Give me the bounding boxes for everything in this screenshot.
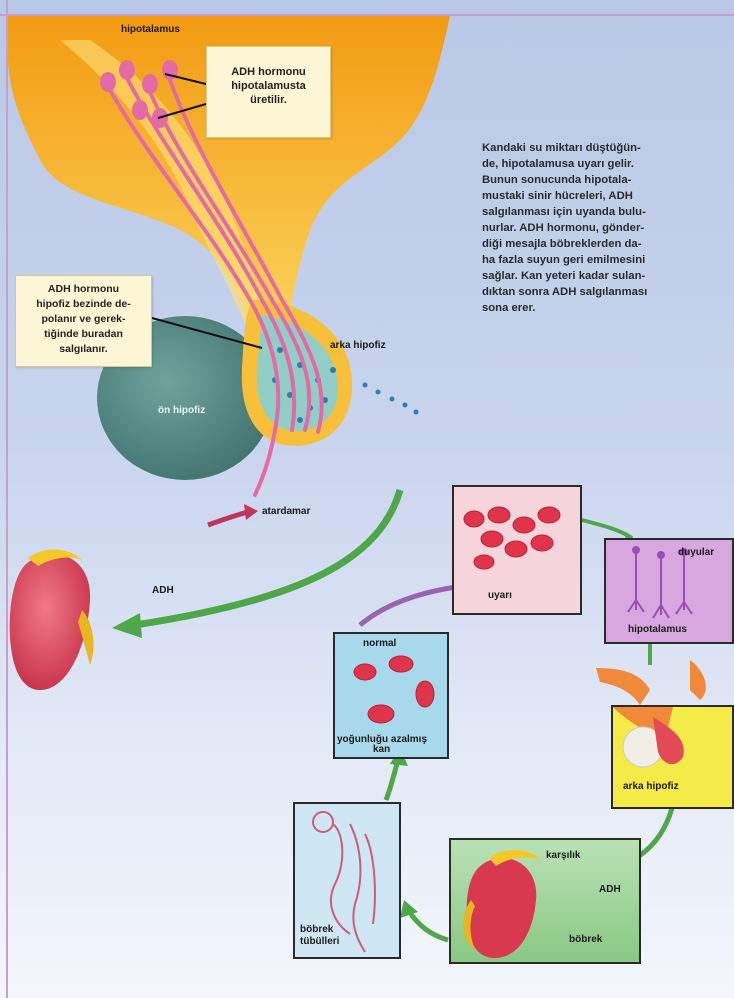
anterior-pituitary-label: ön hipofiz xyxy=(158,405,205,417)
callout-left-line: tiğinde buradan xyxy=(16,327,151,342)
arrow-stimulus-to-sensors xyxy=(582,520,632,538)
panel-stimulus: uyarı xyxy=(452,485,582,615)
callout-pituitary: ADH hormonu hipofiz bezinde de- polanır … xyxy=(15,275,152,367)
paragraph-line: dıktan sonra ADH salgılanması xyxy=(482,284,717,300)
posterior-label: arka hipofiz xyxy=(623,781,679,792)
callout-left-line: ADH hormonu xyxy=(16,282,151,297)
panel-normal: normal yoğunluğu azalmış kan xyxy=(333,632,449,759)
paragraph-line: ha fazla suyun geri emilmesini xyxy=(482,252,717,268)
stimulus-label: uyarı xyxy=(488,590,512,601)
diluted-blood-label-2: kan xyxy=(373,744,390,755)
kidney-label: böbrek xyxy=(569,934,602,945)
small-pituitary-graphic xyxy=(596,660,706,705)
explanation-paragraph: Kandaki su miktarı düştüğün- de, hipotal… xyxy=(482,140,717,316)
artery-arrow xyxy=(208,512,248,525)
sensors-label: duyular xyxy=(678,547,714,558)
callout-top-line: üretilir. xyxy=(207,93,330,107)
panel-tubules: böbrek tübülleri xyxy=(293,802,401,959)
adrenal-label: karşılık xyxy=(546,850,580,861)
kidney-graphic xyxy=(451,840,639,962)
callout-top-line: ADH hormonu xyxy=(207,65,330,79)
panel-sensors: duyular hipotalamus xyxy=(604,538,734,644)
callout-top-line: hipotalamusta xyxy=(207,79,330,93)
panel-kidney: karşılık ADH böbrek xyxy=(449,838,641,964)
paragraph-line: nurlar. ADH hormonu, gönder- xyxy=(482,220,717,236)
paragraph-line: sona erer. xyxy=(482,300,717,316)
callout-left-line: hipofiz bezinde de- xyxy=(16,297,151,312)
callout-left-line: salgılanır. xyxy=(16,342,151,357)
paragraph-line: Bunun sonucunda hipotala- xyxy=(482,172,717,188)
paragraph-line: Kandaki su miktarı düştüğün- xyxy=(482,140,717,156)
callout-left-line: polanır ve gerek- xyxy=(16,312,151,327)
paragraph-line: de, hipotalamusa uyarı gelir. xyxy=(482,156,717,172)
red-blood-cells xyxy=(454,487,580,613)
posterior-pituitary-graphic xyxy=(613,707,732,807)
hypothalamus-label: hipotalamus xyxy=(121,24,180,36)
posterior-pituitary-shape xyxy=(242,300,419,446)
arrow-kidney-to-tubules xyxy=(408,910,448,940)
left-kidney xyxy=(10,550,94,690)
panel-posterior: arka hipofiz xyxy=(611,705,734,809)
posterior-pituitary-label: arka hipofiz xyxy=(330,340,386,352)
paragraph-line: salgılanması için uyanda bulu- xyxy=(482,204,717,220)
kidney-adh-label: ADH xyxy=(599,884,621,895)
arrow-tubules-to-normal xyxy=(386,760,398,800)
adh-label: ADH xyxy=(152,585,174,597)
sensors-hypothalamus-label: hipotalamus xyxy=(628,624,687,635)
artery-label: atardamar xyxy=(262,506,310,518)
paragraph-line: sağlar. Kan yeteri kadar sulan- xyxy=(482,268,717,284)
callout-hypothalamus: ADH hormonu hipotalamusta üretilir. xyxy=(206,46,331,138)
paragraph-line: mustaki sinir hücreleri, ADH xyxy=(482,188,717,204)
tubules-label-1: böbrek xyxy=(300,924,333,935)
paragraph-line: diği mesajla böbreklerden da- xyxy=(482,236,717,252)
tubules-label-2: tübülleri xyxy=(300,936,339,947)
normal-label: normal xyxy=(363,638,396,649)
